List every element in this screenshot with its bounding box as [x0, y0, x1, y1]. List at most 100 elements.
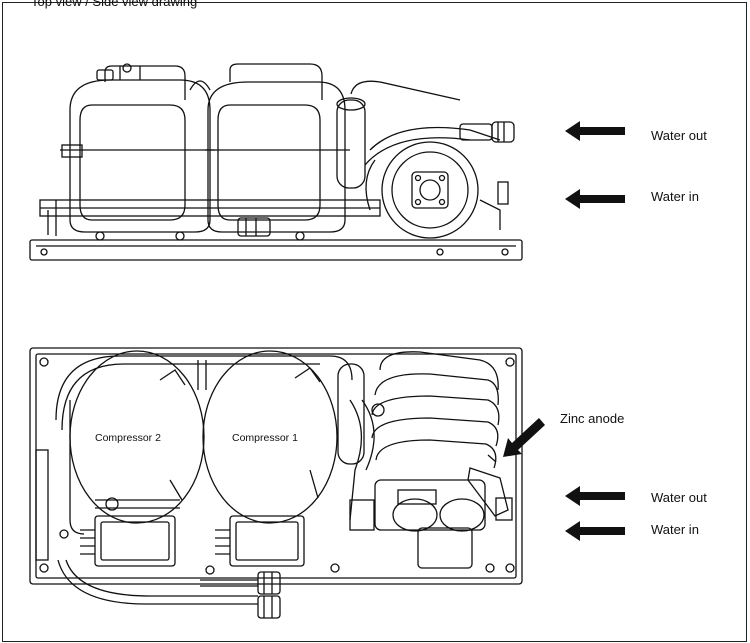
top-tube-3: [69, 400, 85, 535]
side-base-bolt: [40, 248, 48, 256]
side-pump-center: [419, 179, 441, 201]
top-cable-gland-b: [257, 595, 281, 619]
top-mount-bolt: [205, 565, 215, 575]
side-receiver-cap: [336, 97, 366, 111]
top-electrical-box-2-inner: [100, 521, 170, 561]
side-pump-bolt: [438, 198, 446, 206]
side-fitting: [122, 63, 132, 73]
top-water-in-arrow: [565, 521, 625, 541]
top-valve: [371, 403, 385, 417]
top-anode-stem: [487, 454, 497, 463]
top-zinc-anode: [467, 467, 509, 517]
top-compressor-1: [202, 350, 338, 524]
zinc-anode-arrow: [503, 418, 545, 457]
side-tube-d: [119, 66, 141, 80]
side-compressor-1-body: [217, 104, 321, 221]
top-side-fitting: [349, 499, 375, 531]
cropped-caption: Top view / Side view drawing: [31, 0, 198, 9]
top-manifold-port: [392, 498, 438, 532]
top-corner-bolt: [39, 563, 49, 573]
top-electrical-box-1: [229, 515, 305, 567]
side-foot: [175, 231, 185, 241]
top-cable-3: [200, 579, 258, 587]
side-compressor-2-body: [79, 104, 186, 221]
top-receiver-tank: [337, 363, 365, 465]
top-tube-loop-1: [55, 355, 353, 421]
top-tube-4: [159, 369, 186, 386]
side-foot: [295, 231, 305, 241]
side-pump-outer: [381, 141, 479, 239]
top-corner-bolt: [39, 357, 49, 367]
top-water-in-label: Water in: [651, 522, 699, 537]
side-coil-1: [369, 126, 501, 151]
top-view-unit: [29, 347, 523, 619]
side-foot: [95, 231, 105, 241]
top-cable-gland-a: [257, 571, 281, 595]
side-base-plate: [29, 239, 523, 261]
top-mount-bolt: [485, 563, 495, 573]
top-pipe-b: [361, 399, 375, 471]
side-pipe-out: [479, 199, 501, 230]
side-compressor-2-housing: [69, 79, 211, 233]
side-connector: [96, 69, 114, 81]
top-electrical-box-1-inner: [235, 521, 299, 561]
top-water-out-label: Water out: [651, 490, 707, 505]
top-base-plate: [29, 347, 523, 585]
side-cable-gland: [237, 217, 271, 237]
top-manifold-port: [439, 498, 485, 532]
side-base-bolt: [501, 248, 509, 256]
side-coil-3: [365, 159, 376, 211]
top-base-inner: [35, 353, 517, 579]
side-tube-c: [189, 80, 211, 91]
top-cable-2: [65, 559, 258, 597]
top-tube-7: [169, 469, 319, 501]
top-corner-bolt: [505, 563, 515, 573]
top-terminal-1: [215, 529, 230, 555]
compressor-2-label: Compressor 2: [95, 432, 161, 444]
side-water-in-port: [497, 181, 509, 205]
side-tube-a: [104, 65, 186, 100]
top-mount-bolt: [59, 529, 69, 539]
top-pipe-a: [349, 399, 363, 521]
side-pump-bolt: [414, 198, 422, 206]
top-manifold-cap: [397, 489, 437, 505]
top-gland-rings: [263, 572, 273, 618]
side-bracket: [47, 200, 57, 236]
side-tube-e: [350, 80, 461, 101]
top-coil-5: [375, 439, 497, 469]
top-arrows: [503, 418, 625, 541]
side-water-out-arrow: [565, 121, 625, 141]
side-pump-bolt: [438, 174, 446, 182]
side-water-in-arrow: [565, 189, 625, 209]
side-water-in-label: Water in: [651, 189, 699, 204]
top-coil-4: [371, 417, 499, 447]
top-water-out-arrow: [565, 486, 625, 506]
side-arrows: [565, 121, 625, 209]
side-base-bolt: [436, 248, 444, 256]
side-water-out-label: Water out: [651, 128, 707, 143]
top-corner-bolt: [505, 357, 515, 367]
top-tube-6: [294, 367, 321, 383]
top-manifold: [374, 479, 486, 531]
top-mount-bolt: [330, 563, 340, 573]
top-tube-loop-2: [61, 363, 320, 431]
top-water-port: [495, 497, 513, 521]
side-pump-bolt: [414, 174, 422, 182]
top-cable-1: [57, 559, 258, 605]
side-compressor-1-housing: [207, 81, 346, 233]
side-water-nozzle: [491, 121, 515, 143]
side-pump-inner: [391, 151, 469, 229]
top-coil-3: [371, 395, 500, 426]
compressor-1-label: Compressor 1: [232, 432, 298, 444]
top-coil-1: [379, 351, 499, 391]
zinc-anode-label: Zinc anode: [560, 411, 624, 426]
top-tube-8: [95, 499, 180, 509]
side-pump-hub: [411, 171, 449, 209]
top-side-bracket: [35, 449, 49, 561]
top-terminal-2: [80, 529, 95, 555]
side-view-unit: [29, 63, 523, 261]
top-pump-motor: [417, 527, 473, 569]
side-tube-b: [229, 63, 323, 100]
